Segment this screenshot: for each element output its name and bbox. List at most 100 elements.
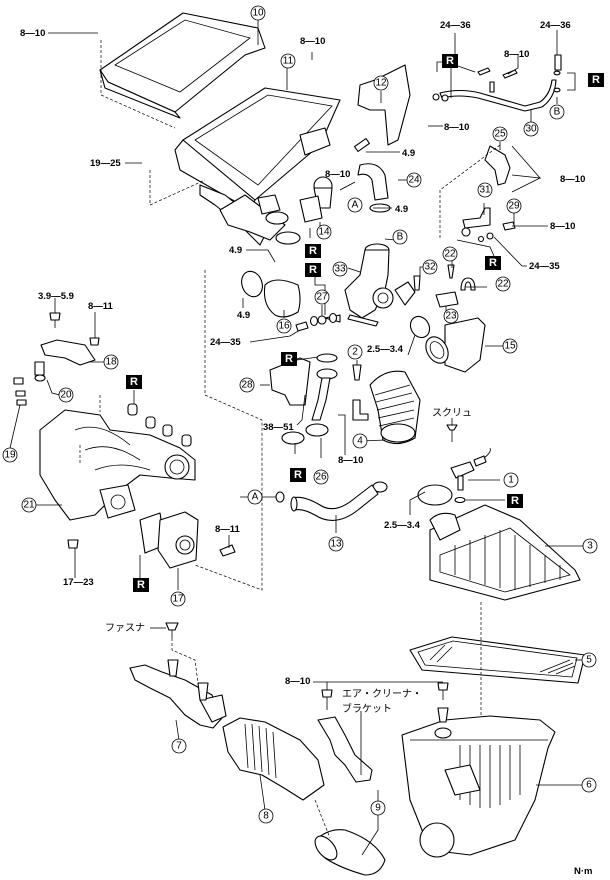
- torque-bracket-25: 8—10: [560, 174, 585, 185]
- connector-32: [413, 275, 421, 291]
- svg-text:24: 24: [408, 175, 420, 186]
- svg-text:12: 12: [375, 78, 387, 89]
- callout-29: 29: [506, 198, 522, 214]
- callout-6: 6: [581, 777, 597, 793]
- bolt-29: [477, 221, 516, 243]
- torque-bracket-28: 8—10: [338, 455, 363, 466]
- callout-12: 12: [373, 75, 389, 91]
- r-marker-28: R: [281, 352, 297, 366]
- torque-air-cleaner-bracket: 8—10: [285, 676, 310, 687]
- torque-cover-bolt: 8—10: [20, 28, 45, 39]
- svg-text:27: 27: [316, 292, 328, 303]
- svg-text:10: 10: [252, 8, 264, 19]
- bolts-30: [477, 67, 518, 79]
- r-marker-27: R: [305, 263, 321, 277]
- callout-18: 18: [103, 354, 119, 370]
- callout-26: 26: [313, 469, 329, 485]
- svg-text:R: R: [511, 495, 519, 507]
- turbocharger-33: [344, 243, 416, 327]
- torque-union-27: 24—35: [210, 337, 241, 348]
- svg-text:R: R: [309, 264, 317, 276]
- svg-text:19: 19: [4, 450, 16, 461]
- throttle-body-15: [425, 317, 486, 373]
- callout-7: 7: [171, 738, 187, 754]
- callout-15: 15: [502, 338, 518, 354]
- egr-valve-17: [157, 511, 199, 569]
- ref-b-upper: B: [392, 229, 408, 245]
- callout-22a: 22: [442, 246, 458, 262]
- callout-32: 32: [422, 259, 438, 275]
- svg-text:7: 7: [176, 741, 182, 752]
- svg-text:8: 8: [263, 811, 269, 822]
- torque-clamp-16-upper: 4.9: [229, 245, 242, 256]
- svg-text:R: R: [309, 245, 317, 257]
- r-marker-top: R: [442, 54, 458, 68]
- screw: [446, 424, 458, 442]
- callout-3: 3: [582, 538, 598, 554]
- bracket-12: [357, 64, 411, 146]
- ref-b-right: B: [549, 104, 565, 120]
- svg-text:22: 22: [497, 279, 509, 290]
- callout-16: 16: [276, 318, 292, 334]
- svg-text:11: 11: [283, 56, 294, 67]
- bolt-case: [321, 682, 449, 710]
- svg-text:B: B: [397, 232, 404, 243]
- callout-14: 14: [316, 224, 332, 240]
- torque-valve-14: 8—10: [325, 169, 350, 180]
- bolt-17: [67, 539, 236, 557]
- svg-text:R: R: [130, 376, 138, 388]
- gaskets: [127, 403, 192, 447]
- svg-text:1: 1: [508, 475, 514, 486]
- r-marker-17: R: [133, 578, 149, 592]
- callout-11: 11: [280, 53, 296, 69]
- air-cleaner-bracket-label-2: ブラケット: [342, 702, 392, 715]
- svg-text:23: 23: [445, 311, 457, 322]
- hose-22: [447, 264, 476, 291]
- callout-20: 20: [58, 387, 74, 403]
- torque-bracket-12: 8—10: [444, 122, 469, 133]
- callout-30: 30: [523, 121, 539, 137]
- svg-text:R: R: [294, 469, 302, 481]
- torque-clamp-large: 2.5—3.4: [384, 520, 421, 531]
- r-marker-top-right: R: [588, 73, 604, 87]
- svg-text:22: 22: [444, 249, 456, 260]
- svg-text:R: R: [489, 257, 497, 269]
- r-marker-26: R: [290, 468, 306, 482]
- callout-27: 27: [314, 289, 330, 305]
- torque-bolt-29: 8—10: [550, 221, 575, 232]
- torque-bracket-18-nut: 8—11: [88, 301, 114, 312]
- torque-pipe-bracket: 8—10: [504, 49, 529, 60]
- svg-text:5: 5: [586, 655, 592, 666]
- fastener: [165, 622, 179, 638]
- japanese-notes: スクリュ ファスナ エア・クリーナ・ ブラケット: [105, 407, 472, 715]
- resonator-8: [222, 717, 325, 801]
- mount-grommet: [434, 707, 452, 739]
- svg-text:31: 31: [479, 185, 491, 196]
- air-cleaner-cover-3: [429, 504, 581, 601]
- svg-text:14: 14: [318, 227, 330, 238]
- torque-egr-17: 8—11: [215, 524, 241, 535]
- svg-text:18: 18: [105, 357, 117, 368]
- union-27: [295, 312, 341, 332]
- hose-13: [290, 484, 379, 521]
- bolt-18: [49, 312, 100, 346]
- fastener-label: ファスナ: [105, 622, 145, 634]
- torque-clamp-15: 2.5—3.4: [367, 344, 404, 355]
- callout-28: 28: [239, 377, 255, 393]
- torque-hose-clamp-24: 4.9: [395, 204, 408, 215]
- callout-5: 5: [581, 652, 597, 668]
- clips-7: [167, 659, 209, 701]
- svg-text:13: 13: [330, 539, 342, 550]
- torque-intercooler-nut: 8—10: [300, 36, 325, 47]
- bracket-31: [461, 207, 491, 237]
- torque-pipe-26: 38—51: [263, 422, 294, 433]
- svg-text:A: A: [352, 200, 359, 211]
- intake-duct-7: [129, 664, 227, 729]
- torque-pipe-left: 24—36: [440, 20, 471, 31]
- air-filter-5: [409, 636, 586, 684]
- svg-text:20: 20: [60, 390, 72, 401]
- callout-8: 8: [258, 808, 274, 824]
- air-cleaner-bracket-label-1: エア・クリーナ・: [342, 688, 422, 700]
- svg-text:A: A: [252, 492, 259, 503]
- r-marker-14: R: [305, 244, 321, 258]
